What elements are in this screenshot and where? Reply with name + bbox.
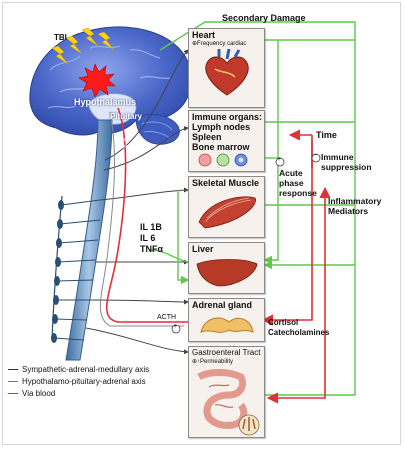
hypothalamus-burst [78,63,116,98]
tbi-label: TBI [54,33,67,42]
liver-title: Liver [192,244,214,254]
legend-via-blood: Via blood [8,389,55,398]
intestine-icon [197,369,260,436]
gastroenteral-tract-subtitle: ⊕↑Permeability [192,359,234,365]
immune-suppression-label: Immune suppression [321,152,372,172]
acth-label: ACTH [157,314,177,321]
hypothalamus-label: Hypothalamus [74,97,137,107]
secondary-damage-label: Secondary Damage [222,13,306,23]
acute-phase-plus-circle [275,157,285,167]
cortisol-arrow [266,340,326,404]
acth-blood-line [105,107,188,323]
legend-line-red [8,393,18,394]
brain-stem-label: Brain stem [118,137,131,150]
liver-box: Liver [188,242,265,294]
pituitary-label: Pituitary [110,112,143,121]
immune-minus-circle [311,153,321,163]
legend-label-sympathetic: Sympathetic-adrenal-medullary axis [22,365,150,374]
legend-label-hpa: Hypothalamo-pituitary-adrenal axis [22,377,146,386]
legend-line-grey [8,381,18,382]
time-label: Time [316,130,337,140]
heart-title: Heart [192,30,216,40]
acute-phase-plus-sign: + [277,156,282,163]
heart-subtitle: ⊕Frequency cardiac [192,41,247,47]
immune-minus-sign: − [313,152,318,159]
cytokine-tnfa: TNFα [140,244,164,254]
legend-sympathetic: Sympathetic-adrenal-medullary axis [8,365,149,374]
cortisol-catecholamines-label: Cortisol Catecholamines [268,318,330,337]
acute-phase-response-label: Acute phase response [279,168,317,198]
immune-organs-title: Immune organs: Lymph nodes Spleen Bone m… [192,112,263,152]
skeletal-muscle-box: Skeletal Muscle [188,176,265,238]
inflammatory-mediators-label: Inflammatory Mediators [328,196,382,216]
time-arrow [261,129,313,326]
legend-hpa: Hypothalamo-pituitary-adrenal axis [8,377,146,386]
adrenal-gland-title: Adrenal gland [192,300,253,310]
immune-cells-icon [198,153,248,167]
brain-illustration [29,26,192,145]
skeletal-muscle-title: Skeletal Muscle [192,178,260,188]
gastroenteral-tract-title: Gastroenteral Tract [192,348,261,357]
lightning-icon [51,27,115,65]
legend-line-dark [8,369,18,370]
adrenal-gland-icon [200,317,254,333]
acth-plus-circle [171,324,181,334]
acth-plus-sign: + [173,323,178,330]
heart-icon [205,48,249,96]
gastroenteral-tract-box: Gastroenteral Tract ⊕↑Permeability [188,346,265,438]
liver-icon [196,259,258,287]
cytokine-il1b: IL 1B [140,222,162,232]
acth-grey-line [99,111,184,327]
legend-label-via-blood: Via blood [22,389,56,398]
immune-organs-box: Immune organs: Lymph nodes Spleen Bone m… [188,110,265,172]
cytokine-il6: IL 6 [140,233,156,243]
muscle-icon [198,196,256,229]
spinal-cord [51,119,113,361]
sympathetic-nerve-lines [85,49,189,355]
adrenal-gland-box: Adrenal gland [188,298,265,342]
heart-box: Heart ⊕Frequency cardiac [188,28,265,108]
